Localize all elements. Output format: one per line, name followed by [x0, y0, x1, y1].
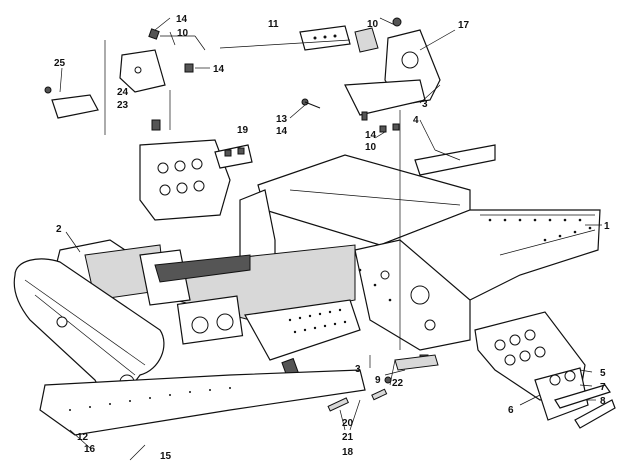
callout-14: 14 — [176, 14, 188, 25]
callout-17: 17 — [458, 20, 470, 31]
callout-13: 13 — [276, 114, 288, 125]
upper-left-plate — [139, 139, 231, 221]
bracket-19 — [214, 144, 253, 169]
frame-hole — [380, 270, 390, 280]
callout-7: 7 — [600, 382, 606, 393]
callout-16: 16 — [84, 444, 96, 455]
shock-mount-hole — [191, 316, 209, 334]
callout-22: 22 — [392, 378, 404, 389]
skid-plate — [474, 311, 616, 429]
callout-25: 25 — [54, 58, 66, 69]
bracket-25 — [44, 86, 99, 119]
callout-3: 3 — [355, 364, 361, 375]
callout-10: 10 — [367, 19, 379, 30]
middle-plate — [244, 299, 361, 383]
callout-1: 1 — [604, 221, 610, 232]
bracket-24 — [119, 28, 194, 131]
callout-labels: 1 2 3 3 4 5 6 7 8 9 10 10 10 11 12 13 14… — [54, 14, 610, 462]
callout-14: 14 — [213, 64, 225, 75]
callout-9: 9 — [375, 375, 381, 386]
frame-hole — [424, 319, 436, 331]
callout-21: 21 — [342, 432, 354, 443]
callout-12: 12 — [77, 432, 89, 443]
callout-8: 8 — [600, 396, 606, 407]
callout-2: 2 — [56, 224, 62, 235]
callout-20: 20 — [342, 418, 354, 429]
leader-lines — [59, 17, 602, 461]
callout-14: 14 — [276, 126, 288, 137]
callout-11: 11 — [268, 19, 279, 30]
callout-19: 19 — [237, 125, 249, 136]
callout-10: 10 — [365, 142, 377, 153]
callout-10: 10 — [177, 28, 189, 39]
front-crossmember — [54, 239, 251, 345]
hardware-pins — [327, 354, 439, 412]
callout-18: 18 — [342, 447, 354, 458]
callout-14: 14 — [365, 130, 377, 141]
callout-24: 24 — [117, 87, 129, 98]
callout-23: 23 — [117, 100, 129, 111]
hardware-bolts — [301, 17, 402, 133]
callout-15: 15 — [160, 451, 172, 462]
callout-3: 3 — [422, 99, 428, 110]
belly-pan — [39, 369, 366, 436]
shock-mount-hole — [216, 313, 234, 331]
bracket-17 — [344, 27, 441, 116]
frame-hole — [410, 285, 430, 305]
callout-6: 6 — [508, 405, 514, 416]
callout-5: 5 — [600, 368, 606, 379]
callout-4: 4 — [413, 115, 419, 126]
bracket-11 — [299, 25, 351, 51]
